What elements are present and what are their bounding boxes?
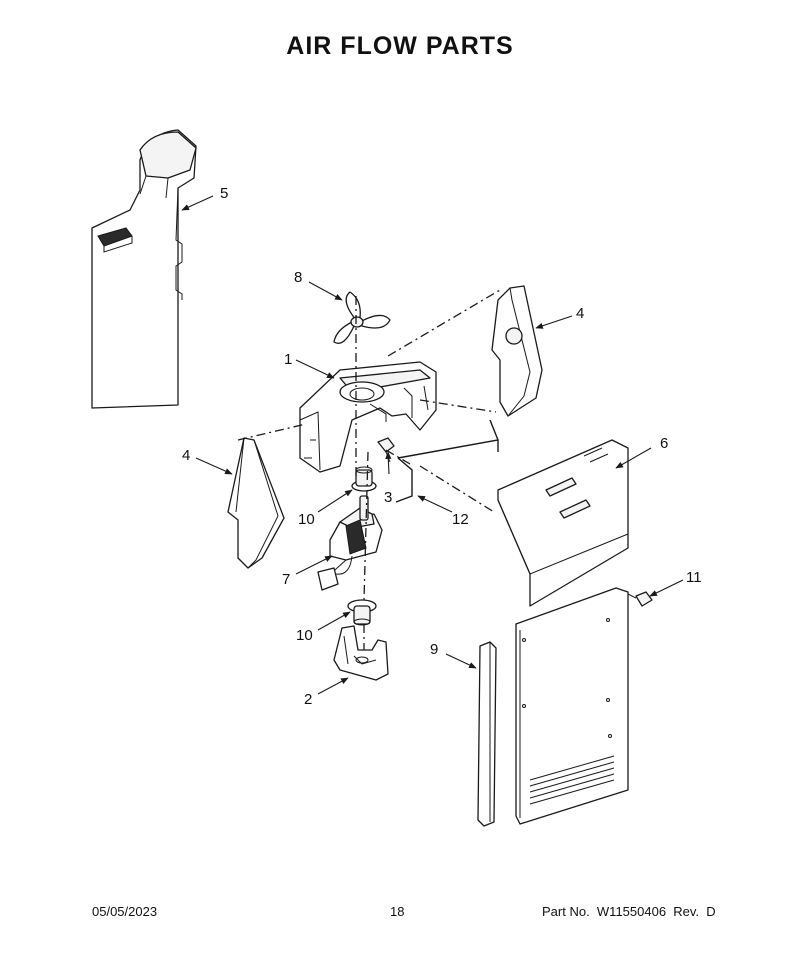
callout-11: 11 (686, 569, 702, 586)
callout-8: 8 (294, 269, 302, 286)
callout-12: 12 (452, 511, 469, 528)
footer-date: 05/05/2023 (92, 904, 158, 919)
callout-5: 5 (220, 185, 228, 202)
part-11-screw[interactable] (627, 591, 653, 607)
callout-9: 9 (430, 641, 438, 658)
callout-6: 6 (660, 435, 668, 452)
part-1-fan-housing[interactable] (299, 361, 437, 473)
part-12-wire-retainer[interactable] (395, 419, 499, 503)
alignment-lines (237, 289, 501, 650)
callout-10-lower: 10 (296, 627, 313, 644)
part-8-fan-blade[interactable] (333, 291, 391, 344)
part-2-motor-bracket[interactable] (333, 625, 389, 681)
part-4-insulator-right[interactable] (491, 285, 543, 417)
leader-lines (181, 195, 684, 695)
part-7-fan-motor[interactable] (317, 495, 383, 591)
footer-page-number: 18 (390, 904, 405, 919)
page-title: AIR FLOW PARTS (286, 32, 514, 60)
callout-4-right: 4 (576, 305, 584, 322)
callout-3: 3 (384, 489, 392, 506)
callout-1: 1 (284, 351, 292, 368)
part-9-foam-strip[interactable] (477, 641, 497, 827)
callout-7: 7 (282, 571, 290, 588)
callout-10-upper: 10 (298, 511, 315, 528)
footer-part-number: Part No. W11550406 Rev. D (542, 904, 716, 919)
part-5-duct-cover[interactable] (91, 129, 197, 409)
part-6-air-duct-panel[interactable] (497, 439, 629, 825)
part-4-insulator-left[interactable] (227, 437, 285, 569)
callout-numbers: 5 8 1 4 4 3 10 12 6 7 11 10 9 2 (182, 185, 702, 708)
callout-4-left: 4 (182, 447, 190, 464)
part-10-grommet-lower[interactable] (347, 599, 377, 626)
callout-2: 2 (304, 691, 312, 708)
